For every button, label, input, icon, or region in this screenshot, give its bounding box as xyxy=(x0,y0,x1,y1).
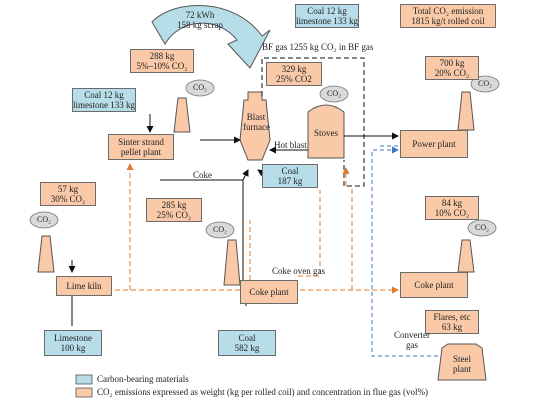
legend-peach-swatch xyxy=(75,387,93,398)
top-coal-box: Coal 12 kg limestone 133 kg xyxy=(295,4,359,28)
coke-plant-right-box: Coke plant xyxy=(400,272,468,298)
coke-plant-emission-line2: 10% CO₂ xyxy=(434,208,470,218)
lime-chimney xyxy=(37,235,55,273)
power-emission-line1: 700 kg xyxy=(439,58,465,68)
blast-furnace-label: Blast furnace xyxy=(243,112,270,132)
sinter-emission-line2: 5%–10% CO₂ xyxy=(136,61,188,71)
coke-plant-emission-line1: 84 kg xyxy=(441,198,463,208)
power-plant-box: Power plant xyxy=(400,130,468,158)
bf-emission-line1: 329 kg xyxy=(281,64,307,74)
sinter-plant-line2: pellet plant xyxy=(120,147,162,157)
coke-emission-line1: 285 kg xyxy=(161,200,187,210)
blast-furnace-line2: furnace xyxy=(243,122,270,132)
coal-bottom-line2: 582 kg xyxy=(234,343,260,353)
power-emission-line2: 20% CO₂ xyxy=(434,68,470,78)
bf-coal-box: Coal 187 kg xyxy=(262,164,318,188)
cloud-sinter-label: CO₂ xyxy=(193,83,207,92)
blast-furnace-shape xyxy=(239,91,271,161)
lime-emission-box: 57 kg 30% CO₂ xyxy=(40,182,96,206)
limestone-box: Limestone 100 kg xyxy=(44,330,102,356)
coke-oven-gas-label: Coke oven gas xyxy=(272,266,325,276)
power-plant-label: Power plant xyxy=(412,139,456,149)
sinter-emission-line1: 288 kg xyxy=(149,51,175,61)
scrap-label: 72 kWh 158 kg scrap xyxy=(170,10,230,30)
lime-kiln-label: Lime kiln xyxy=(66,281,102,291)
coal-bottom-line1: Coal xyxy=(238,333,256,343)
coal-bottom-box: Coal 582 kg xyxy=(218,330,276,356)
limestone-line2: 100 kg xyxy=(60,343,86,353)
sinter-coal-box: Coal 12 kg limestone 133 kg xyxy=(72,88,136,112)
scrap-line2: 158 kg scrap xyxy=(177,20,223,30)
converter-gas-line2: gas xyxy=(406,340,418,350)
blast-furnace-line1: Blast xyxy=(246,112,266,122)
converter-gas-label: Converter gas xyxy=(394,330,430,350)
legend-peach-label: CO₂ emissions expressed as weight (kg pe… xyxy=(97,387,429,397)
hot-blast-label: Hot blast xyxy=(274,140,307,150)
cloud-lime-label: CO₂ xyxy=(37,215,51,224)
coke-right-chimney xyxy=(457,239,475,273)
flares-box: Flares, etc 63 kg xyxy=(425,310,479,334)
steel-plant-label: Steel plant xyxy=(446,354,478,374)
bf-coal-line2: 187 kg xyxy=(277,176,303,186)
total-emission-line2: 1815 kg/t rolled coil xyxy=(411,16,485,26)
coke-plant-emission-box: 84 kg 10% CO₂ xyxy=(425,196,479,220)
bf-emission-box: 329 kg 25% CO2 xyxy=(266,62,322,86)
sinter-plant-line1: Sinter strand xyxy=(118,137,164,147)
cloud-coke-right-label: CO₂ xyxy=(475,223,489,232)
steel-plant-line2: plant xyxy=(453,364,471,374)
cloud-lime xyxy=(29,211,59,229)
converter-gas-line1: Converter xyxy=(394,330,430,340)
cloud-power-label: CO₂ xyxy=(478,79,492,88)
scrap-line1: 72 kWh xyxy=(185,10,215,20)
steel-plant-line1: Steel xyxy=(453,354,471,364)
coke-label: Coke xyxy=(193,170,212,180)
coke-emission-box: 285 kg 25% CO₂ xyxy=(146,198,202,222)
limestone-line1: Limestone xyxy=(54,333,92,343)
coke-plant-center-box: Coke plant xyxy=(240,280,298,304)
flares-line2: 63 kg xyxy=(441,322,463,332)
steel-plant-shape xyxy=(437,343,487,381)
sinter-plant-box: Sinter strand pellet plant xyxy=(108,134,174,160)
lime-kiln-box: Lime kiln xyxy=(56,276,112,296)
stoves-shape xyxy=(307,104,345,159)
cloud-coke-right xyxy=(467,219,497,237)
sinter-chimney xyxy=(173,97,191,133)
top-coal-line1: Coal 12 kg xyxy=(307,6,347,16)
cloud-power xyxy=(470,75,500,93)
lime-emission-line1: 57 kg xyxy=(57,184,79,194)
coke-center-chimney xyxy=(223,239,241,286)
coke-plant-right-label: Coke plant xyxy=(414,280,454,290)
stoves-label: Stoves xyxy=(314,128,339,138)
coke-emission-line2: 25% CO₂ xyxy=(156,210,192,220)
flares-line1: Flares, etc xyxy=(433,312,471,322)
bf-gas-label: BF gas 1255 kg CO₂ in BF gas xyxy=(262,42,374,52)
bf-emission-line2: 25% CO2 xyxy=(276,74,312,84)
sinter-coal-line2: limestone 133 kg xyxy=(73,100,135,110)
total-emission-line1: Total CO₂ emission xyxy=(412,6,484,16)
lime-emission-line2: 30% CO₂ xyxy=(50,194,86,204)
total-emission-box: Total CO₂ emission 1815 kg/t rolled coil xyxy=(400,4,496,28)
coke-plant-center-label: Coke plant xyxy=(249,287,289,297)
cloud-coke-center xyxy=(205,221,235,239)
cloud-bf xyxy=(319,85,349,103)
cloud-coke-center-label: CO₂ xyxy=(213,225,227,234)
power-chimney xyxy=(457,91,475,131)
sinter-emission-box: 288 kg 5%–10% CO₂ xyxy=(130,49,194,73)
top-coal-line2: limestone 133 kg xyxy=(296,16,358,26)
bf-coal-line1: Coal xyxy=(281,166,299,176)
scrap-arrow xyxy=(151,5,271,69)
legend-blue-swatch xyxy=(75,374,93,385)
power-emission-box: 700 kg 20% CO₂ xyxy=(425,56,479,80)
legend-blue-label: Carbon-bearing materials xyxy=(97,374,189,384)
cloud-sinter xyxy=(185,79,215,97)
sinter-coal-line1: Coal 12 kg xyxy=(84,90,124,100)
cloud-bf-label: CO₂ xyxy=(327,89,341,98)
